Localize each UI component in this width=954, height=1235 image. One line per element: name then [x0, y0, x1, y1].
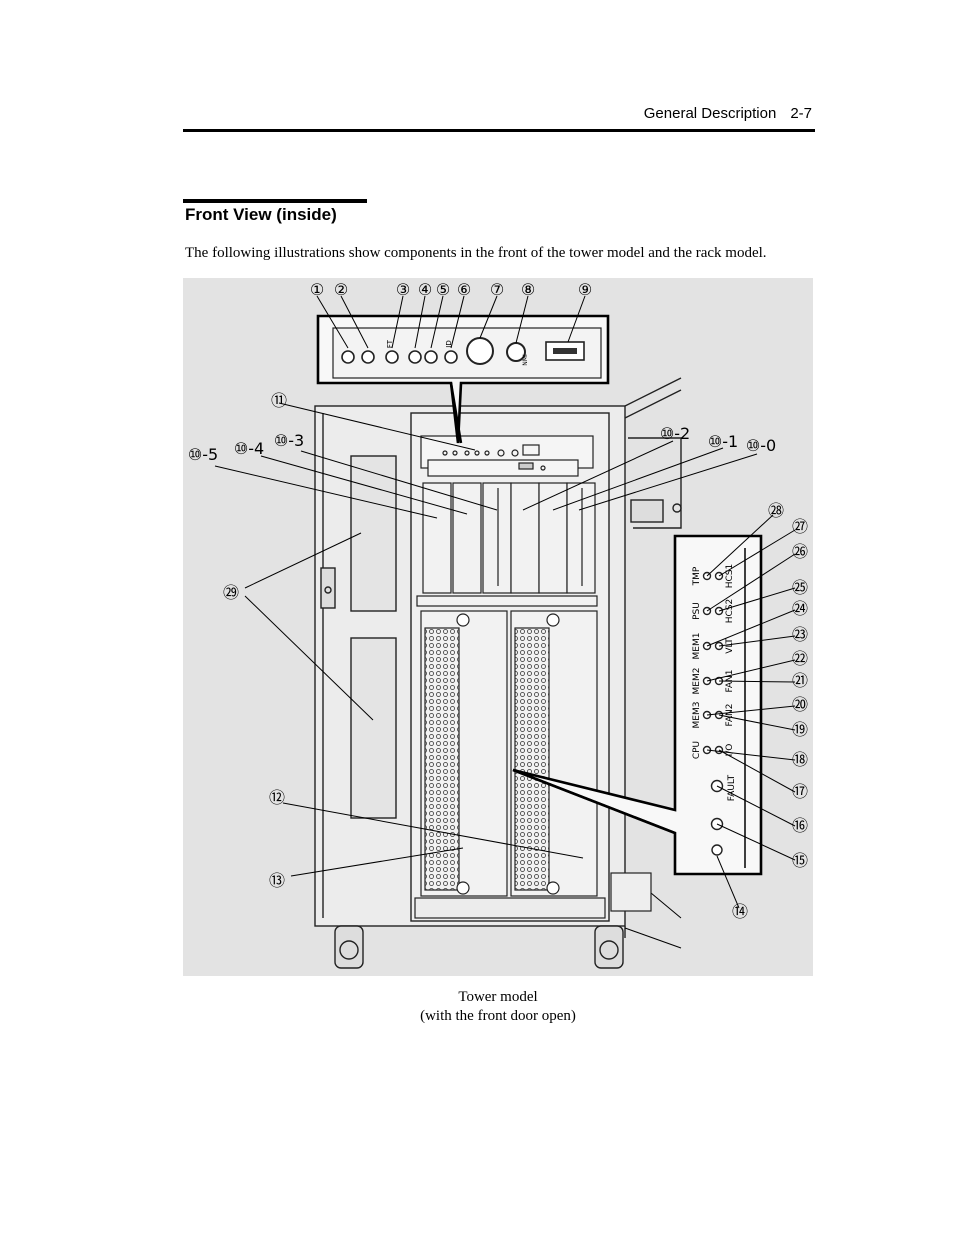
caption-line-2: (with the front door open): [420, 1008, 576, 1024]
callout-25: ㉕: [792, 578, 808, 597]
nmi-label: NMI: [522, 354, 529, 366]
id-label: ID: [445, 340, 453, 347]
callout-8: ⑧: [521, 280, 535, 299]
callout-29: ㉙: [223, 583, 239, 602]
callout-17: ⑰: [792, 782, 808, 801]
ft-label: FT: [386, 339, 394, 348]
tower-front-illustration: FT ID NMI ① ② ③ ④ ⑤ ⑥ ⑦ ⑧ ⑨: [183, 278, 813, 976]
caption-line-1: Tower model: [458, 989, 538, 1005]
hard-disk-bays: [416, 482, 598, 607]
callout-10-5: ⑩-5: [188, 445, 218, 464]
mem2-label: MEM2: [692, 668, 702, 695]
callout-5: ⑤: [436, 280, 450, 299]
intro-paragraph: The following illustrations show compone…: [185, 245, 767, 261]
callout-10-2: ⑩-2: [660, 424, 690, 443]
status-lamp-icon: [424, 350, 438, 364]
callout-20: ⑳: [792, 695, 808, 714]
header-page-number: 2-7: [790, 105, 812, 122]
io-label: I/O: [725, 744, 735, 757]
callout-1: ①: [310, 280, 324, 299]
fan2-label: FAN2: [725, 704, 735, 727]
psu-label: PSU: [692, 602, 702, 620]
callout-3: ③: [396, 280, 410, 299]
callout-19: ⑲: [792, 720, 808, 739]
callout-10-1: ⑩-1: [708, 432, 738, 451]
disk-access-lamp-icon: [361, 350, 375, 364]
callout-4: ④: [418, 280, 432, 299]
callout-21: ㉑: [792, 671, 808, 690]
page-header: General Description 2-7: [183, 105, 815, 129]
mem3-label: MEM3: [692, 702, 702, 729]
figure-caption: Tower model (with the front door open): [183, 988, 813, 1026]
status-lamp-zoom: TMP HCS1 PSU HCS2 MEM1 VLT MEM2 FAN1 MEM…: [512, 501, 808, 949]
callout-9: ⑨: [578, 280, 592, 299]
callout-15: ⑮: [792, 851, 808, 870]
fault-label: FAULT: [727, 774, 737, 801]
callout-14: ⑭: [732, 902, 748, 921]
section-title: Front View (inside): [185, 205, 337, 224]
callout-10-3: ⑩-3: [274, 431, 304, 450]
mem1-label: MEM1: [692, 633, 702, 660]
header-section-title: General Description: [643, 105, 777, 122]
hcs1-label: HCS1: [725, 564, 735, 589]
callout-6: ⑥: [457, 280, 471, 299]
callout-18: ⑱: [792, 750, 808, 769]
vlt-label: VLT: [725, 638, 735, 654]
callout-11: ⑪: [271, 391, 287, 410]
control-panel-zoom: FT ID NMI ① ② ③ ④ ⑤ ⑥ ⑦ ⑧ ⑨: [310, 280, 610, 444]
front-panel-unit: [420, 435, 594, 477]
callout-10-4: ⑩-4: [234, 439, 264, 458]
casters: [334, 925, 624, 969]
callout-24: ㉔: [792, 599, 808, 618]
power-lamp-icon: [341, 350, 355, 364]
callout-27: ㉗: [792, 517, 808, 536]
hcs2-label: HCS2: [725, 599, 735, 624]
callout-22: ㉒: [792, 649, 808, 668]
callout-10-0: ⑩-0: [746, 436, 776, 455]
callout-2: ②: [334, 280, 348, 299]
ft-lamp-icon: [385, 350, 399, 364]
tmp-label: TMP: [692, 566, 702, 586]
power-switch-icon: [466, 337, 494, 365]
callout-7: ⑦: [490, 280, 504, 299]
callout-26: ㉖: [792, 542, 808, 561]
header-rule: [183, 129, 815, 132]
callout-12: ⑫: [269, 788, 285, 807]
ack-lamp-icon: [408, 350, 422, 364]
cpu-label: CPU: [692, 741, 702, 759]
section-rule: [183, 199, 367, 203]
callout-28: ㉘: [768, 501, 784, 520]
callout-13: ⑬: [269, 871, 285, 890]
fan-units: [414, 610, 606, 919]
callout-16: ⑯: [792, 816, 808, 835]
callout-23: ㉓: [792, 625, 808, 644]
id-lamp-icon: [444, 350, 458, 364]
